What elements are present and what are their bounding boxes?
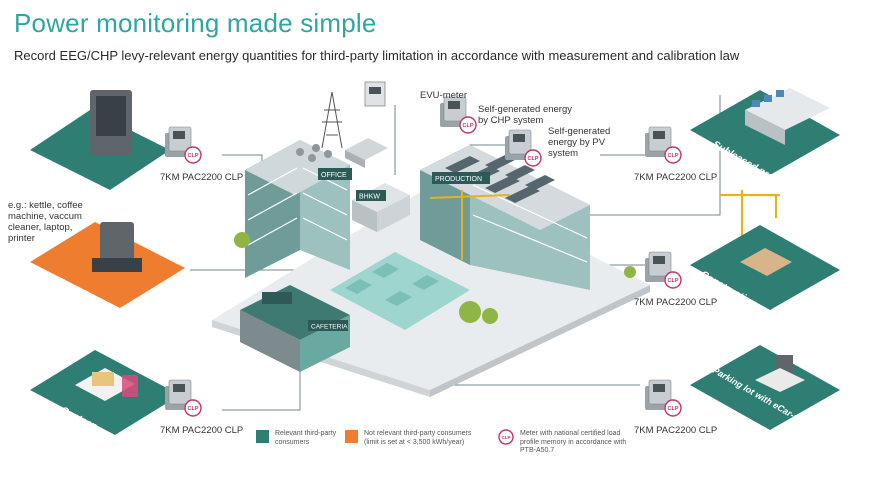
evu-meter-box	[364, 81, 386, 107]
legend-clp-badge: CLP	[502, 435, 511, 440]
cafeteria-sign: CAFETERIA	[311, 324, 348, 331]
legend-relevant-text: Relevant third-party consumers	[275, 430, 337, 446]
meter-label-drinks: 7KM PAC2200 CLP	[160, 172, 244, 183]
cafeteria-building: CAFETERIA	[240, 285, 350, 372]
clp-badge: CLP	[528, 156, 539, 162]
production-building: PRODUCTION	[420, 145, 590, 290]
meter-label-crane: 7KM PAC2200 CLP	[634, 297, 718, 308]
power-pylon-icon	[321, 91, 343, 149]
meter-label-canteen: 7KM PAC2200 CLP	[160, 425, 244, 436]
parking-lot-panel: Parking lot with eCar-charging stations	[690, 345, 861, 457]
meter-label-subleased: 7KM PAC2200 CLP	[634, 172, 718, 183]
legend-relevant-swatch	[256, 430, 269, 443]
transformer	[345, 138, 388, 168]
canteen-panel: Canteen	[30, 350, 180, 435]
trees	[234, 232, 636, 324]
bhkw-unit: BHKW	[352, 183, 410, 232]
office-building: OFFICE	[245, 140, 352, 278]
production-sign: PRODUCTION	[435, 176, 482, 183]
clp-badge: CLP	[188, 406, 199, 412]
evu-meter-label: EVU-meter	[420, 90, 467, 101]
page-subtitle: Record EEG/CHP levy-relevant energy quan…	[14, 48, 740, 63]
small-appliances-examples: e.g.: kettle, coffee machine, vaccum cle…	[8, 200, 83, 244]
legend-meter-icon	[498, 429, 514, 445]
construction-crane-panel: Construction crane	[690, 225, 840, 325]
clp-badge: CLP	[188, 153, 199, 159]
chp-meter-label: Self-generated energy by CHP system	[478, 104, 573, 126]
clp-badge: CLP	[668, 406, 679, 412]
subleased-production-hall-panel: Subleased production hall	[690, 88, 840, 211]
bhkw-sign: BHKW	[359, 194, 380, 201]
office-sign: OFFICE	[321, 172, 347, 179]
legend-not-relevant-swatch	[345, 430, 358, 443]
legend-meter-text: Meter with national certified load profi…	[520, 430, 627, 454]
pv-meter-label: Self-generated energy by PV system	[548, 126, 611, 159]
site-crane-icon	[429, 190, 511, 260]
legend-not-relevant-text: Not relevant third-party consumers (limi…	[364, 430, 472, 446]
clp-badge: CLP	[463, 123, 474, 129]
page-title: Power monitoring made simple	[14, 8, 377, 38]
clp-badge: CLP	[668, 153, 679, 159]
meter-label-parking: 7KM PAC2200 CLP	[634, 425, 718, 436]
clp-badge: CLP	[668, 278, 679, 284]
drinks-dispenser-panel: Drinks dispenser	[30, 90, 170, 206]
